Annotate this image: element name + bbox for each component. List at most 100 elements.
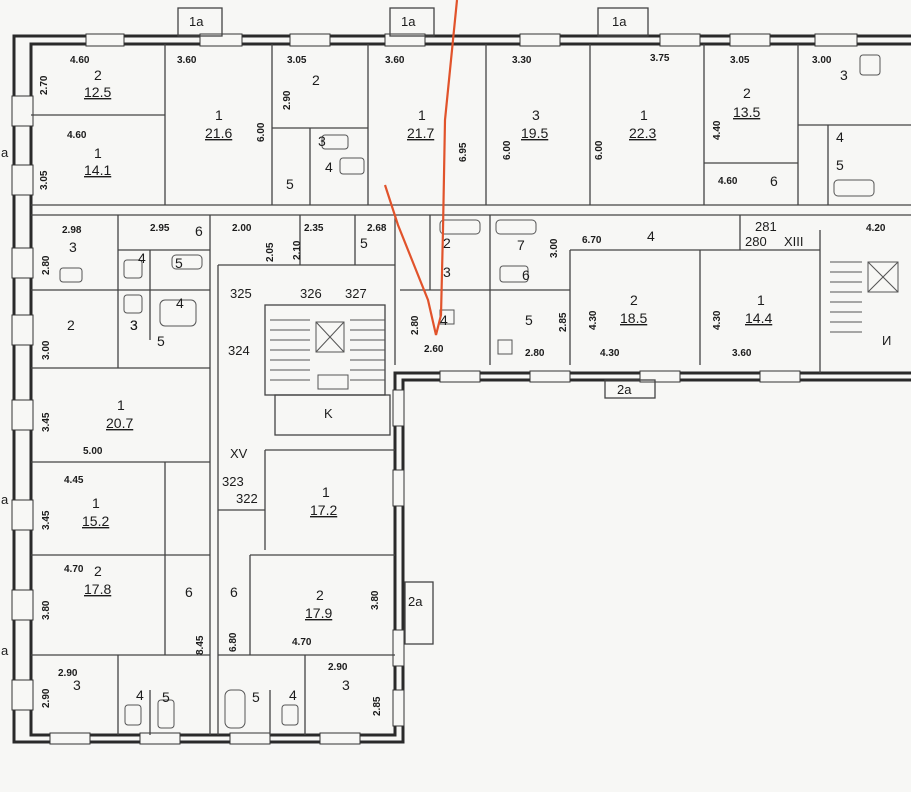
dimension-label: 6.70: [582, 235, 602, 246]
room-number: 4: [289, 687, 297, 703]
room-number: 5: [360, 235, 368, 251]
room-number: 1: [92, 495, 100, 511]
room-number: 3: [69, 239, 77, 255]
dimension-label: 2.85: [558, 312, 569, 332]
dimension-label: 6.00: [502, 140, 513, 160]
room-number: 3: [532, 107, 540, 123]
dimension-label: 2.10: [292, 240, 303, 260]
entrance-label: а: [1, 492, 9, 507]
room-number: 5: [157, 333, 165, 349]
dimension-label: 6.00: [594, 140, 605, 160]
room-area: 22.3: [629, 125, 656, 141]
red-annotation-line: [383, 0, 459, 336]
room-area: 14.4: [745, 310, 772, 326]
dimension-label: 3.75: [650, 53, 670, 64]
dimension-label: 2.70: [39, 75, 50, 95]
room-number: 4: [138, 250, 146, 266]
dimension-label: 6.95: [458, 142, 469, 162]
room-area: 14.1: [84, 162, 111, 178]
room-number: 4: [136, 687, 144, 703]
room-areas: 12.5 21.6 21.7 19.5 22.3 13.5 14.1 18.5 …: [82, 84, 772, 621]
outer-walls: [12, 34, 911, 744]
entrance-label: а: [1, 145, 9, 160]
interior-walls: [31, 44, 911, 735]
room-number: 2: [94, 67, 102, 83]
dimension-label: 4.30: [588, 310, 599, 330]
room-number: 1: [94, 145, 102, 161]
building-room-label: 324: [228, 343, 250, 358]
dimension-label: 4.70: [64, 564, 84, 575]
entrance-label: 2а: [617, 382, 632, 397]
entrance-label: 2а: [408, 594, 423, 609]
room-number: 4: [325, 159, 333, 175]
room-number: 2: [67, 317, 75, 333]
room-numbers: 2 1 2 1 3 1 2 3 1 3 4 5 4 5 6 3 6 5 2 7 …: [67, 67, 848, 705]
dimension-label: 2.05: [265, 242, 276, 262]
room-number: 5: [162, 689, 170, 705]
building-room-label: XV: [230, 446, 248, 461]
room-number: 1: [322, 484, 330, 500]
entrance-labels: 1а 1а 1а 2а 2а а а а: [1, 14, 632, 658]
room-number: 2: [743, 85, 751, 101]
room-number: 4: [836, 129, 844, 145]
dimension-label: 4.20: [866, 223, 886, 234]
dimension-label: 4.70: [292, 637, 312, 648]
dimension-label: 2.90: [58, 668, 78, 679]
room-number: 2: [443, 235, 451, 251]
dimension-label: 6.80: [228, 632, 239, 652]
dimension-label: 4.30: [712, 310, 723, 330]
dimension-label: 2.95: [150, 223, 170, 234]
dimension-label: 4.45: [64, 475, 84, 486]
room-number: 4: [647, 228, 655, 244]
room-number: 3: [73, 677, 81, 693]
dimension-label: 2.80: [525, 348, 545, 359]
room-number: 6: [770, 173, 778, 189]
room-number: 5: [175, 255, 183, 271]
room-number: 2: [316, 587, 324, 603]
dimension-label: 3.80: [370, 590, 381, 610]
building-room-label: 322: [236, 491, 258, 506]
room-number: 3: [840, 67, 848, 83]
building-room-label: XIII: [784, 234, 804, 249]
room-number: 1: [117, 397, 125, 413]
room-area: 18.5: [620, 310, 647, 326]
room-number: 1: [418, 107, 426, 123]
dimension-label: 2.98: [62, 225, 82, 236]
dimension-label: 2.80: [410, 315, 421, 335]
room-number: 4: [176, 295, 184, 311]
room-area: 15.2: [82, 513, 109, 529]
room-number: 6: [230, 584, 238, 600]
dimension-label: 4.60: [70, 55, 90, 66]
room-area: 17.2: [310, 502, 337, 518]
room-number: 3: [443, 264, 451, 280]
dimension-label: 2.00: [232, 223, 252, 234]
entrance-label: 1а: [189, 14, 204, 29]
room-area: 19.5: [521, 125, 548, 141]
dimension-label: 3.00: [41, 340, 52, 360]
room-number: 6: [522, 267, 530, 283]
dimension-label: 3.45: [41, 412, 52, 432]
dimension-label: 5.00: [83, 446, 103, 457]
dimension-label: 2.35: [304, 223, 324, 234]
dimension-label: 4.30: [600, 348, 620, 359]
room-number: 1: [757, 292, 765, 308]
building-room-label: 281: [755, 219, 777, 234]
dimension-label: 8.45: [195, 635, 206, 655]
room-number: 3: [318, 133, 326, 149]
stair-treads: [270, 261, 899, 381]
room-number: 1: [640, 107, 648, 123]
dimension-label: 3.45: [41, 510, 52, 530]
room-number: 7: [517, 237, 525, 253]
room-area: 17.8: [84, 581, 111, 597]
room-number: 2: [630, 292, 638, 308]
room-number: 2: [312, 72, 320, 88]
windows: [11, 33, 858, 745]
room-area: 21.7: [407, 125, 434, 141]
room-area: 13.5: [733, 104, 760, 120]
building-room-labels: 325 326 327 324 323 322 XV K 281 280 XII…: [222, 219, 891, 506]
dimension-label: 3.60: [732, 348, 752, 359]
room-area: 20.7: [106, 415, 133, 431]
dimension-label: 3.60: [177, 55, 197, 66]
room-number: 1: [215, 107, 223, 123]
dimension-label: 2.68: [367, 223, 387, 234]
